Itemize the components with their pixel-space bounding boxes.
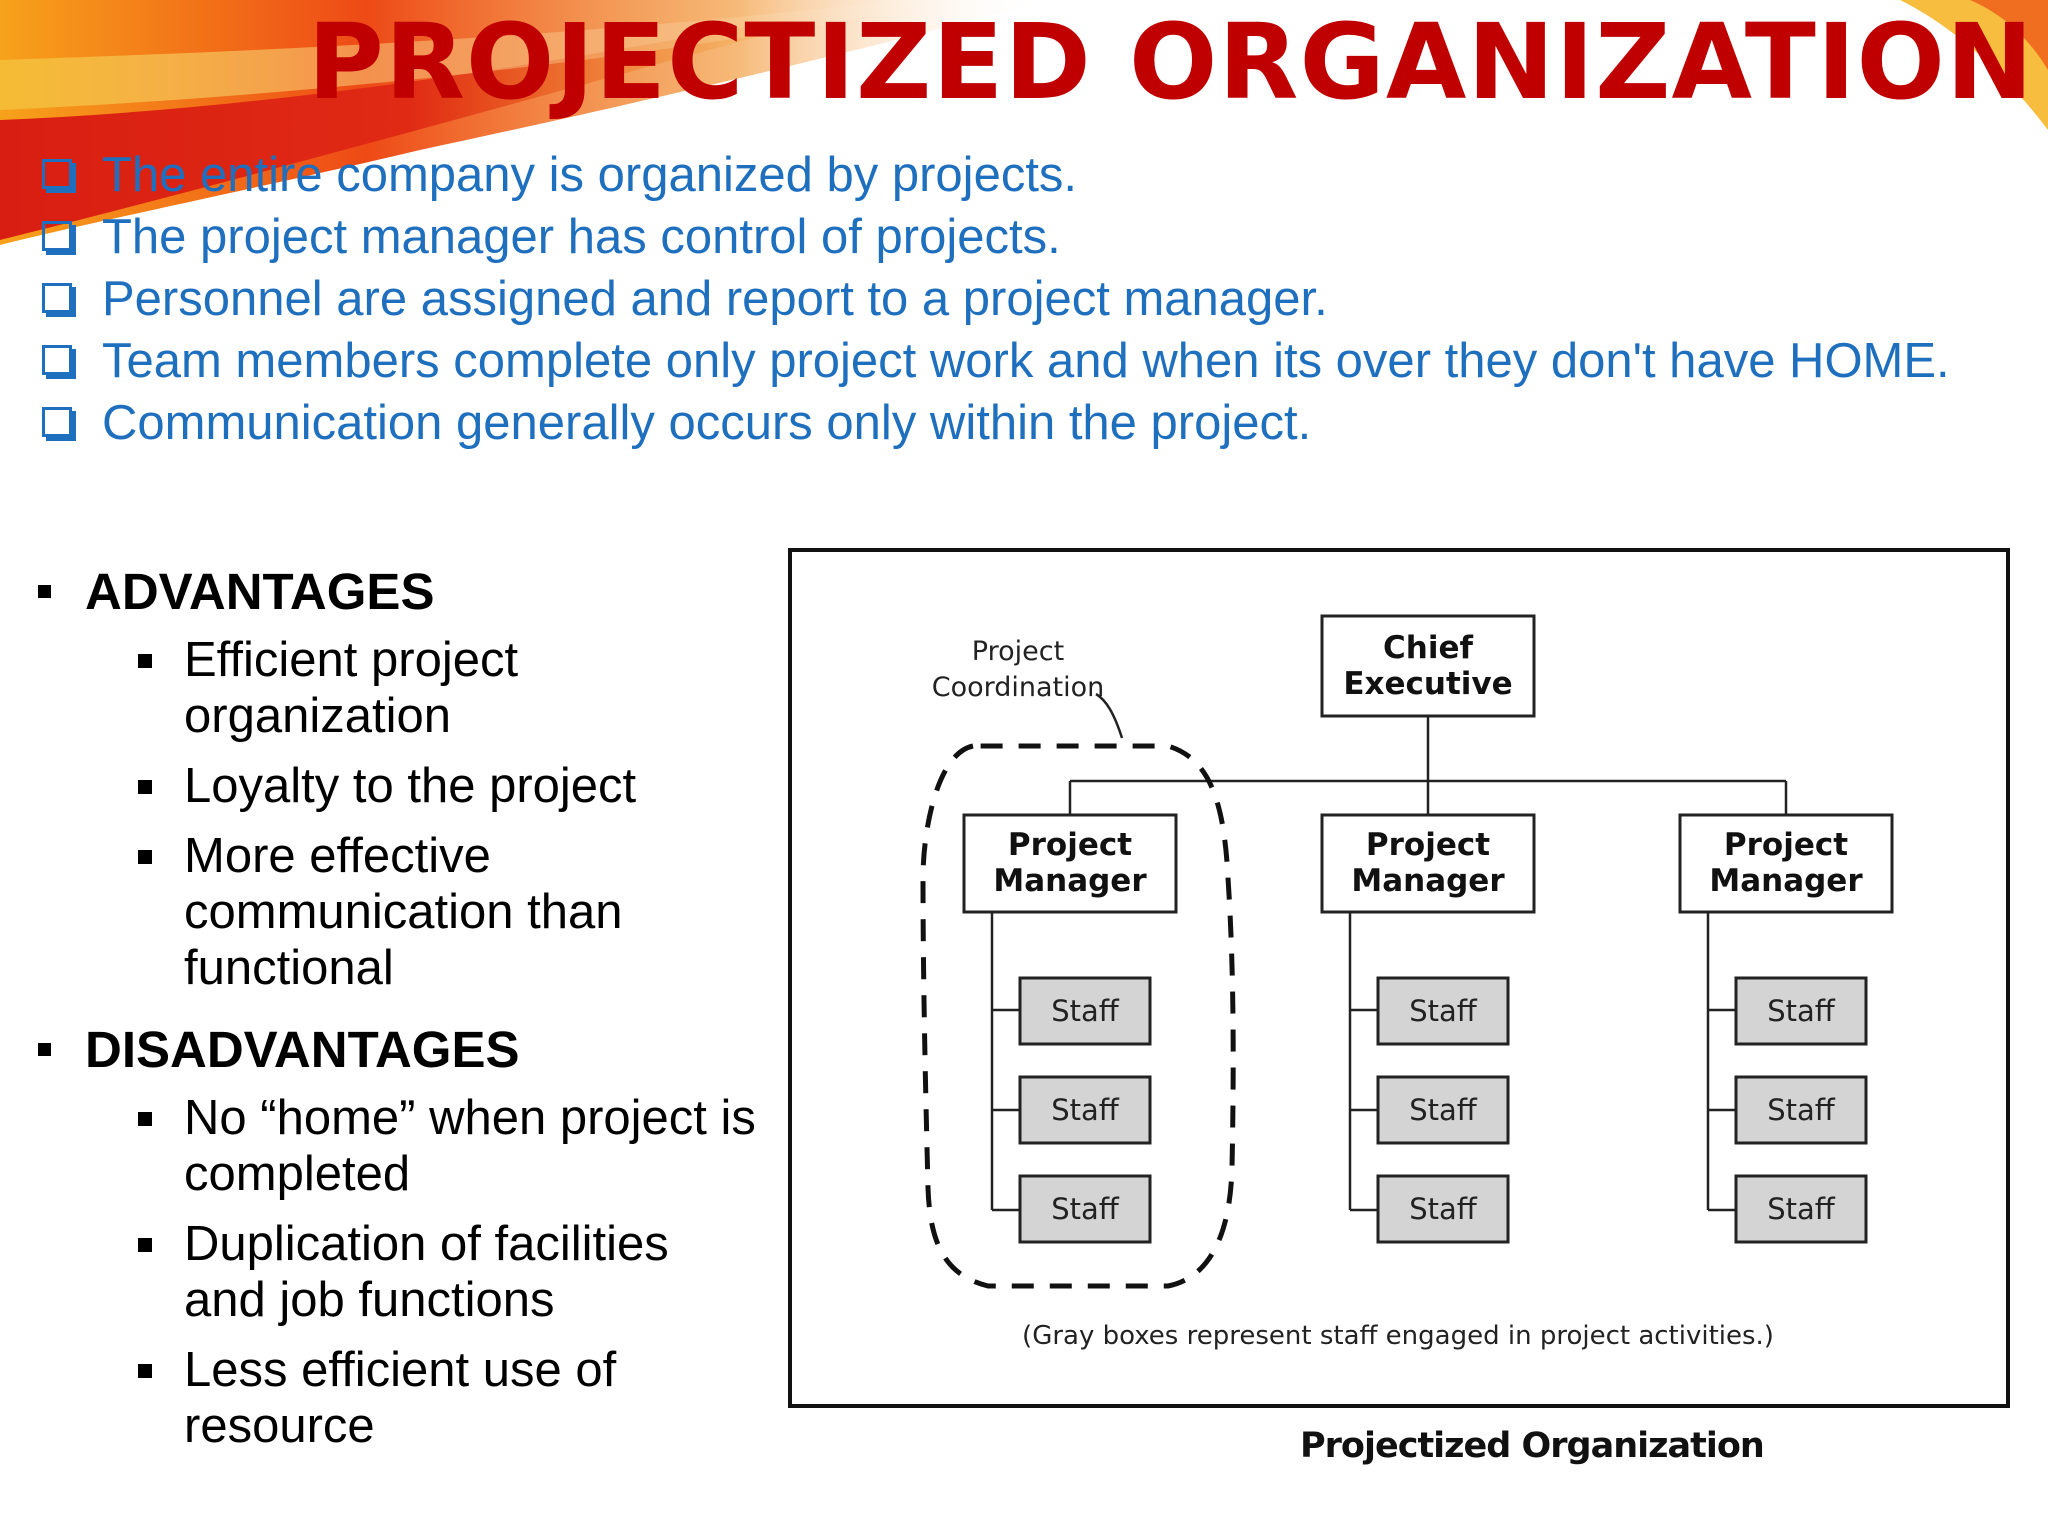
project-manager-box xyxy=(962,813,1178,914)
project-manager-label: Project xyxy=(1008,827,1132,863)
disadvantages-heading: DISADVANTAGES xyxy=(38,1020,519,1080)
staff-box xyxy=(1018,976,1152,1046)
intro-list: The entire company is organized by proje… xyxy=(38,144,1998,454)
staff-label: Staff xyxy=(1051,1192,1120,1226)
staff-box xyxy=(1734,1075,1868,1145)
connector-lines xyxy=(990,692,1788,1212)
checkbox-bullet-icon xyxy=(42,345,72,375)
staff-label: Staff xyxy=(1051,994,1120,1028)
disadvantage-item: Duplication of facilities and job functi… xyxy=(136,1216,756,1328)
disadvantages-list: No “home” when project is completed Dupl… xyxy=(136,1090,756,1468)
staff-box xyxy=(1376,976,1510,1046)
square-bullet-icon xyxy=(138,1238,152,1252)
disadvantage-item: Less efficient use of resource xyxy=(136,1342,756,1454)
checkbox-bullet-icon xyxy=(42,159,72,189)
square-bullet-icon xyxy=(138,654,152,668)
org-chart-diagram: Chief Executive Project Coordination Pro… xyxy=(788,548,2010,1408)
checkbox-bullet-icon xyxy=(42,407,72,437)
advantage-item: Loyalty to the project xyxy=(136,758,756,814)
chief-executive-label: Chief xyxy=(1383,630,1473,666)
staff-box xyxy=(1734,1174,1868,1244)
intro-item: Personnel are assigned and report to a p… xyxy=(38,268,1998,330)
project-manager-label: Manager xyxy=(993,863,1147,899)
project-manager-box xyxy=(1678,813,1894,914)
advantage-item: More effective communication than functi… xyxy=(136,828,756,996)
project-coordination-label: Project xyxy=(972,636,1064,667)
page-title: PROJECTIZED ORGANIZATION xyxy=(307,1,2034,123)
intro-item: The project manager has control of proje… xyxy=(38,206,1998,268)
project-manager-label: Project xyxy=(1366,827,1490,863)
staff-label: Staff xyxy=(1409,994,1478,1028)
decorative-swoosh xyxy=(0,0,2048,245)
chief-executive-label: Executive xyxy=(1343,666,1512,702)
advantage-item: Efficient project organization xyxy=(136,632,756,744)
staff-label: Staff xyxy=(1051,1093,1120,1127)
square-bullet-icon xyxy=(138,780,152,794)
checkbox-bullet-icon xyxy=(42,221,72,251)
intro-item: Communication generally occurs only with… xyxy=(38,392,1998,454)
advantages-heading: ADVANTAGES xyxy=(38,562,434,622)
diagram-note: (Gray boxes represent staff engaged in p… xyxy=(1022,1321,1774,1351)
project-manager-label: Project xyxy=(1724,827,1848,863)
intro-item: Team members complete only project work … xyxy=(38,330,1998,392)
project-coordination-boundary xyxy=(920,743,1236,1289)
square-bullet-icon xyxy=(38,585,51,599)
staff-label: Staff xyxy=(1409,1192,1478,1226)
staff-label: Staff xyxy=(1767,994,1836,1028)
square-bullet-icon xyxy=(38,1043,51,1057)
project-manager-label: Manager xyxy=(1709,863,1863,899)
square-bullet-icon xyxy=(138,1112,152,1126)
staff-label: Staff xyxy=(1767,1192,1836,1226)
advantages-list: Efficient project organization Loyalty t… xyxy=(136,632,756,1010)
project-manager-box xyxy=(1320,813,1536,914)
staff-box xyxy=(1018,1075,1152,1145)
diagram-caption: Projectized Organization xyxy=(1300,1426,1765,1466)
staff-box xyxy=(1376,1174,1510,1244)
staff-box xyxy=(1376,1075,1510,1145)
project-manager-label: Manager xyxy=(1351,863,1505,899)
project-coordination-label: Coordination xyxy=(932,672,1105,703)
staff-box xyxy=(1018,1174,1152,1244)
disadvantage-item: No “home” when project is completed xyxy=(136,1090,756,1202)
intro-item: The entire company is organized by proje… xyxy=(38,144,1998,206)
square-bullet-icon xyxy=(138,850,152,864)
staff-label: Staff xyxy=(1409,1093,1478,1127)
square-bullet-icon xyxy=(138,1364,152,1378)
checkbox-bullet-icon xyxy=(42,283,72,313)
chief-executive-box xyxy=(1320,614,1536,718)
staff-label: Staff xyxy=(1767,1093,1836,1127)
staff-box xyxy=(1734,976,1868,1046)
